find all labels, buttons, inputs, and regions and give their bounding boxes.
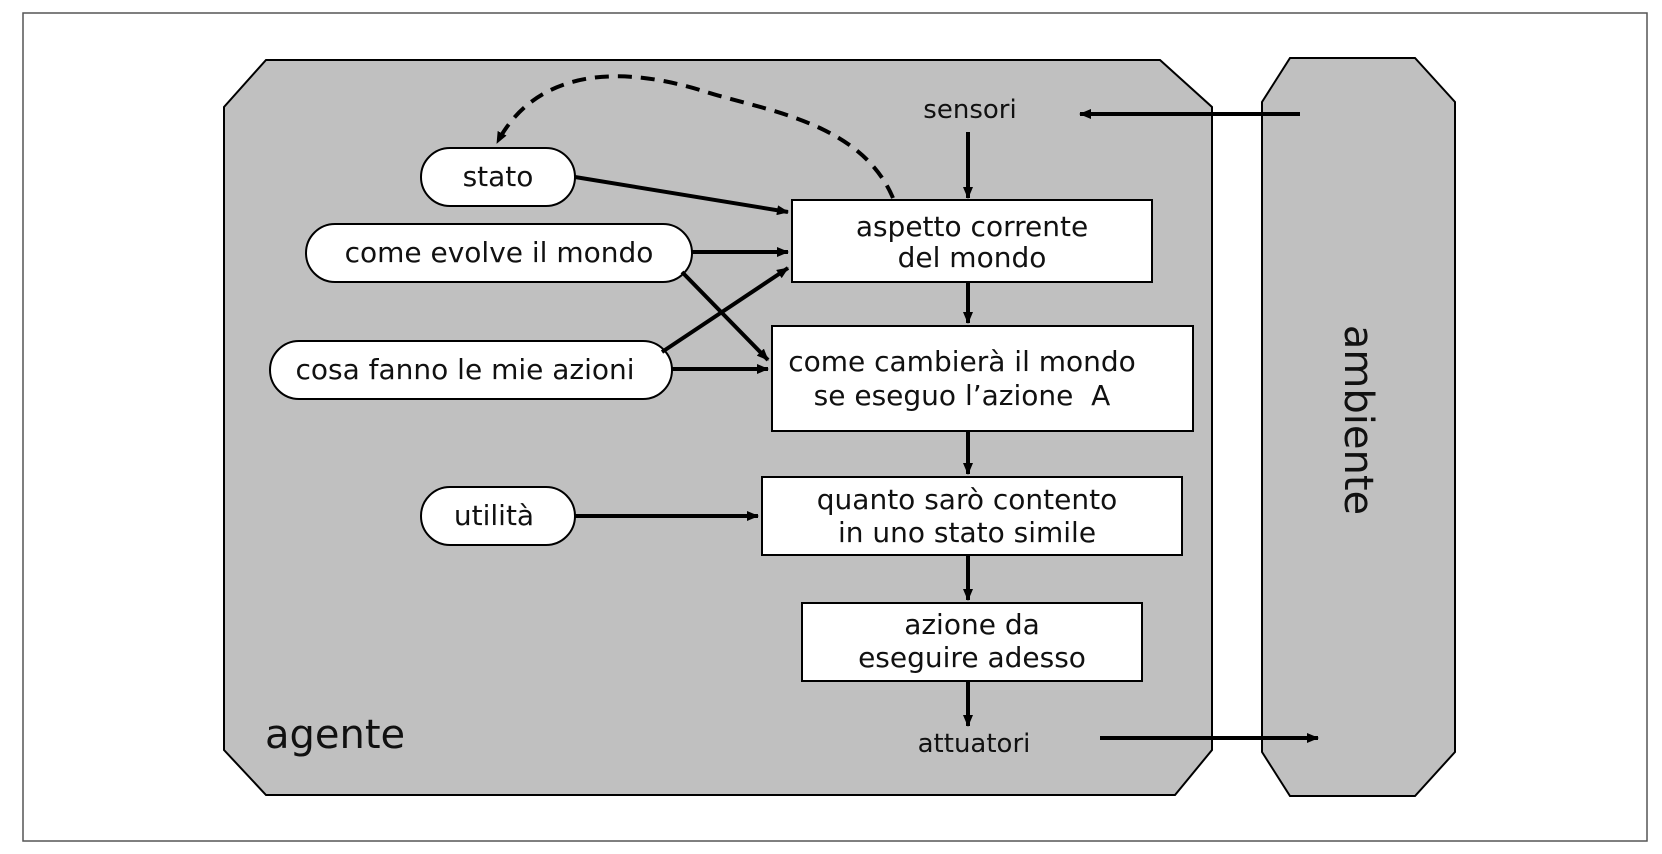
utility-label: utilità: [454, 499, 534, 532]
happiness-line2: in uno stato simile: [838, 516, 1096, 549]
arrow-dashed-world-to-state: [495, 74, 895, 199]
current-world-line2: del mondo: [898, 241, 1047, 274]
current-world-line1: aspetto corrente: [856, 210, 1088, 243]
arrow-state-to-current-world: [574, 175, 789, 216]
state-label: stato: [463, 160, 534, 193]
action-now-line1: azione da: [904, 608, 1040, 641]
state-pill: stato: [420, 147, 576, 207]
world-evolution-label: come evolve il mondo: [345, 236, 654, 269]
utility-pill: utilità: [420, 486, 576, 546]
actuators-label: attuatori: [918, 729, 1031, 759]
arrow-evolution-to-world-if-action: [680, 270, 770, 362]
happiness-box: quanto sarò contento in uno stato simile: [761, 476, 1183, 556]
action-effects-pill: cosa fanno le mie azioni: [269, 340, 673, 400]
action-now-line2: eseguire adesso: [858, 641, 1086, 674]
arrow-effects-to-current-world: [660, 266, 790, 354]
arrows: [495, 74, 1319, 743]
happiness-line1: quanto sarò contento: [817, 483, 1117, 516]
world-if-action-line2: se eseguo l’azione A: [814, 379, 1111, 412]
action-now-box: azione da eseguire adesso: [801, 602, 1143, 682]
environment-label: ambiente: [1335, 325, 1381, 515]
world-if-action-line1: come cambierà il mondo: [788, 345, 1136, 378]
current-world-box: aspetto corrente del mondo: [791, 199, 1153, 283]
sensors-label: sensori: [923, 95, 1016, 125]
action-effects-label: cosa fanno le mie azioni: [295, 353, 634, 386]
agent-label: agente: [265, 712, 405, 758]
environment-panel: [1261, 57, 1456, 797]
world-if-action-box: come cambierà il mondo se eseguo l’azion…: [771, 325, 1194, 432]
world-evolution-pill: come evolve il mondo: [305, 223, 693, 283]
